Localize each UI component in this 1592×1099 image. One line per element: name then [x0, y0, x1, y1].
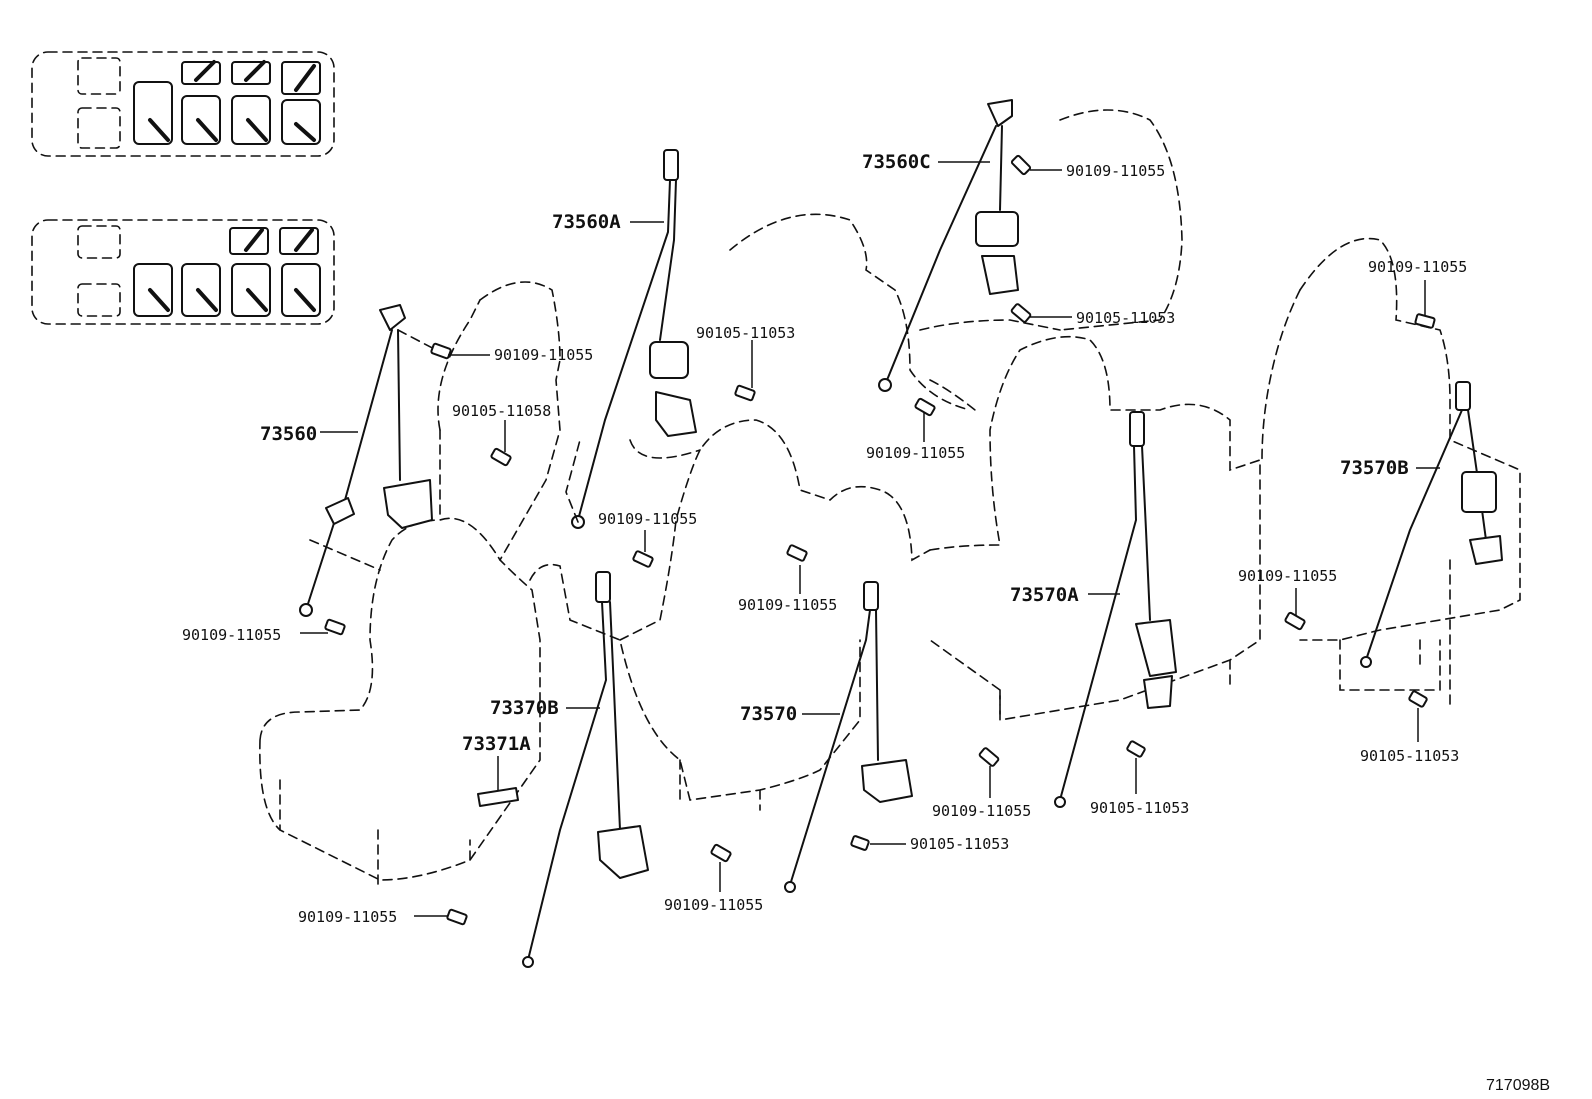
callout-73560C: 73560C	[862, 151, 931, 173]
belt-73570	[784, 581, 913, 893]
callout-73570: 73570	[740, 703, 797, 725]
bolt-label: 90109-11055	[738, 596, 837, 614]
bolt-label: 90109-11055	[494, 346, 593, 364]
belt-73570A	[1054, 411, 1177, 808]
bolt-label: 90109-11055	[664, 896, 763, 914]
bolt-label: 90105-11053	[1360, 747, 1459, 765]
buckle-73371A	[477, 787, 519, 807]
bolt-label: 90105-11053	[1090, 799, 1189, 817]
bolt-label: 90109-11055	[1066, 162, 1165, 180]
bolt-label: 90105-11053	[1076, 309, 1175, 327]
belt-73370B	[522, 571, 649, 968]
bolt-label: 90105-11053	[696, 324, 795, 342]
bolt-label: 90105-11053	[910, 835, 1009, 853]
belt-73570B	[1360, 381, 1503, 668]
part-callouts: 73560 73560A 73560C 73570B 73570A 73370B…	[182, 151, 1550, 1094]
seat-outlines	[259, 109, 1521, 886]
bolt-label: 90109-11055	[298, 908, 397, 926]
bolt-label: 90109-11055	[598, 510, 697, 528]
callout-73560A: 73560A	[552, 211, 621, 233]
belt-73560	[299, 304, 441, 617]
bolt-label: 90109-11055	[866, 444, 965, 462]
bolt-label: 90109-11055	[1368, 258, 1467, 276]
callout-73371A: 73371A	[462, 733, 531, 755]
bolts	[324, 154, 1436, 926]
belt-73560A	[565, 149, 697, 529]
callout-73370B: 73370B	[490, 697, 559, 719]
callout-73560: 73560	[260, 423, 317, 445]
diagram-reference-code: 717098B	[1486, 1077, 1550, 1094]
seat-layout-inset-bottom	[31, 219, 335, 325]
bolt-label: 90109-11055	[182, 626, 281, 644]
bolt-label: 90109-11055	[1238, 567, 1337, 585]
leader-lines	[300, 161, 1440, 917]
callout-73570B: 73570B	[1340, 457, 1409, 479]
belt-73560C	[878, 99, 1019, 392]
seat-layout-inset-top	[31, 51, 335, 157]
bolt-label: 90105-11058	[452, 402, 551, 420]
callout-73570A: 73570A	[1010, 584, 1079, 606]
bolt-label: 90109-11055	[932, 802, 1031, 820]
